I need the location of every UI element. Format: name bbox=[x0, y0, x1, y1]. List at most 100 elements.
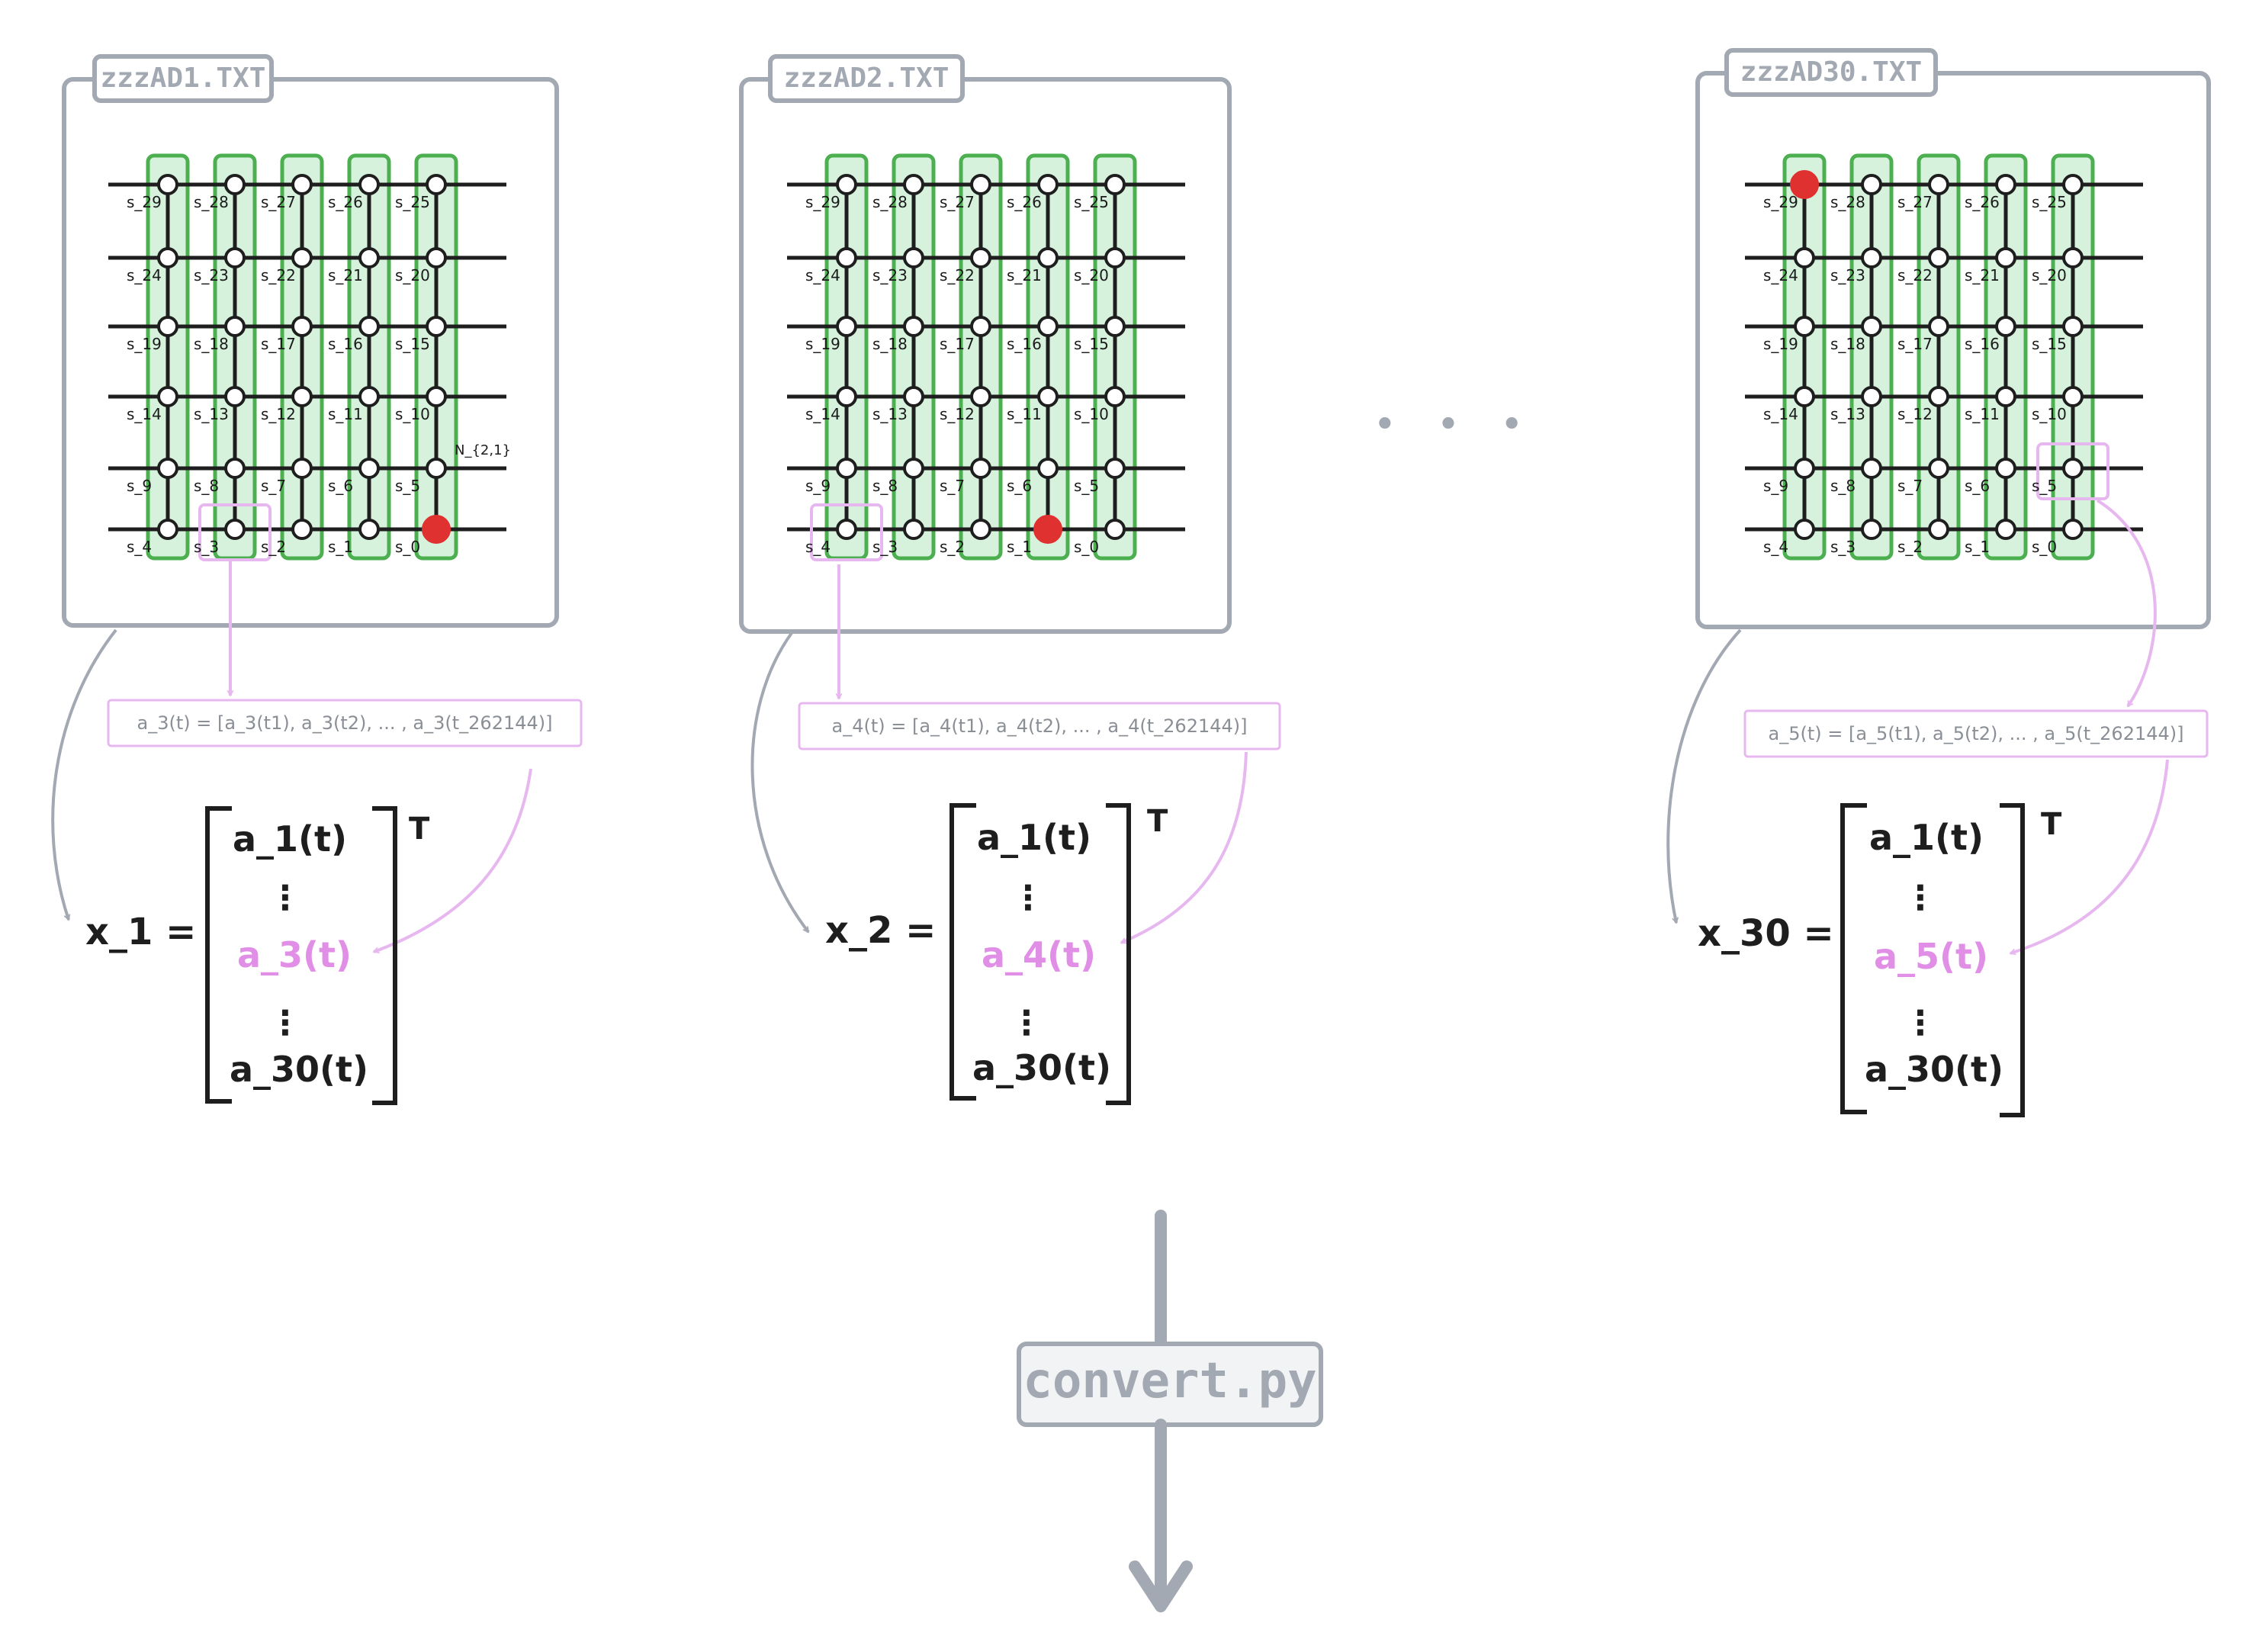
node-label: s_21 bbox=[1965, 266, 2000, 284]
arrow-down-icon bbox=[1129, 1560, 1193, 1612]
vector-entry-highlight: a_3(t) bbox=[237, 934, 352, 975]
node-label: s_6 bbox=[1965, 477, 1990, 495]
grid-node bbox=[1037, 247, 1059, 268]
grid-node bbox=[157, 458, 178, 479]
node-label: s_9 bbox=[1763, 477, 1788, 495]
node-label: s_9 bbox=[805, 477, 831, 495]
grid-node bbox=[157, 247, 178, 268]
node-label: s_12 bbox=[940, 405, 975, 423]
arrow-formula-to-vector bbox=[374, 768, 532, 952]
node-label: s_24 bbox=[805, 266, 840, 284]
grid-node bbox=[1861, 174, 1882, 195]
grid-node bbox=[1037, 316, 1059, 337]
grid-node bbox=[1861, 247, 1882, 268]
grid-node bbox=[1861, 458, 1882, 479]
selected-node-box bbox=[810, 503, 883, 561]
grid-node bbox=[2062, 247, 2084, 268]
node-label: s_29 bbox=[805, 193, 840, 211]
formula-box-2: a_4(t) = [a_4(t1), a_4(t2), ... , a_4(t_… bbox=[798, 702, 1281, 750]
grid-node bbox=[1104, 519, 1126, 540]
grid-node bbox=[426, 458, 447, 479]
vector-entry-first: a_1(t) bbox=[1869, 817, 1984, 858]
node-label: s_16 bbox=[1007, 335, 1042, 353]
grid-node bbox=[970, 386, 991, 407]
vector-x-30: x_30 = T a_1(t) ⋮ a_5(t) ⋮ a_30(t) bbox=[1698, 803, 2062, 1117]
vector-dots: ⋮ bbox=[1010, 1004, 1043, 1043]
node-label: s_23 bbox=[1830, 266, 1865, 284]
node-label: s_25 bbox=[1074, 193, 1109, 211]
grid-node bbox=[1794, 458, 1815, 479]
node-label: s_0 bbox=[1074, 538, 1099, 556]
node-label: s_10 bbox=[2032, 405, 2067, 423]
grid-node bbox=[1861, 316, 1882, 337]
vector-entry-first: a_1(t) bbox=[233, 818, 347, 860]
node-label: s_22 bbox=[1897, 266, 1933, 284]
convert-flow: convert.py bbox=[1017, 1210, 1323, 1612]
grid-node bbox=[1995, 386, 2016, 407]
grid-node bbox=[836, 386, 857, 407]
node-label: s_6 bbox=[1007, 477, 1032, 495]
grid-node bbox=[426, 174, 447, 195]
node-label: s_22 bbox=[261, 266, 296, 284]
node-label: s_12 bbox=[261, 405, 296, 423]
active-node bbox=[422, 515, 451, 544]
node-label: s_10 bbox=[1074, 405, 1109, 423]
node-label: s_27 bbox=[940, 193, 975, 211]
node-label: s_2 bbox=[940, 538, 965, 556]
node-label: s_7 bbox=[261, 477, 286, 495]
file-tab bbox=[92, 54, 274, 103]
grid-node bbox=[1995, 316, 2016, 337]
transpose-mark: T bbox=[409, 812, 430, 847]
active-node bbox=[1790, 170, 1819, 199]
grid-node bbox=[1104, 247, 1126, 268]
grid-node bbox=[291, 386, 313, 407]
vector-dots: ⋮ bbox=[1904, 879, 1937, 918]
formula-box-30: a_5(t) = [a_5(t1), a_5(t2), ... , a_5(t_… bbox=[1743, 709, 2209, 758]
arrow-node-to-formula bbox=[2096, 499, 2157, 706]
node-label: s_18 bbox=[872, 335, 908, 353]
node-label: s_3 bbox=[1830, 538, 1856, 556]
selected-node-box bbox=[198, 503, 272, 561]
grid-node bbox=[291, 458, 313, 479]
node-label: s_11 bbox=[1007, 405, 1042, 423]
formula-text: a_5(t) = [a_5(t1), a_5(t2), ... , a_5(t_… bbox=[1769, 723, 2184, 744]
node-label: s_28 bbox=[1830, 193, 1865, 211]
node-label: s_6 bbox=[328, 477, 353, 495]
file-name-label: zzzAD2.TXT bbox=[784, 63, 949, 94]
grid-node bbox=[1037, 174, 1059, 195]
grid-node bbox=[836, 316, 857, 337]
grid-node bbox=[903, 519, 924, 540]
grid-node bbox=[2062, 386, 2084, 407]
grid-node bbox=[836, 458, 857, 479]
node-label: s_11 bbox=[1965, 405, 2000, 423]
formula-text: a_3(t) = [a_3(t1), a_3(t2), ... , a_3(t_… bbox=[137, 712, 553, 734]
node-label: s_16 bbox=[1965, 335, 2000, 353]
node-label: s_3 bbox=[872, 538, 898, 556]
node-label: s_17 bbox=[940, 335, 975, 353]
grid-node bbox=[157, 316, 178, 337]
vector-entry-highlight: a_5(t) bbox=[1874, 936, 1988, 977]
node-label: s_15 bbox=[1074, 335, 1109, 353]
node-annotation: N_{2,1} bbox=[455, 442, 511, 458]
node-label: s_0 bbox=[2032, 538, 2057, 556]
arrow-formula-to-vector bbox=[2010, 759, 2169, 953]
grid-node bbox=[903, 247, 924, 268]
node-label: s_0 bbox=[395, 538, 420, 556]
vector-entry-first: a_1(t) bbox=[977, 817, 1091, 858]
node-label: s_14 bbox=[1763, 405, 1798, 423]
node-label: s_9 bbox=[127, 477, 152, 495]
vector-dots: ⋮ bbox=[1011, 879, 1045, 918]
node-label: s_13 bbox=[1830, 405, 1865, 423]
vector-label: x_1 = bbox=[85, 911, 196, 953]
node-label: s_3 bbox=[194, 538, 219, 556]
vector-x-1: x_1 = T a_1(t) ⋮ a_3(t) ⋮ a_30(t) bbox=[85, 806, 430, 1105]
node-label: s_26 bbox=[1965, 193, 2000, 211]
node-label: s_19 bbox=[1763, 335, 1798, 353]
grid-node bbox=[358, 247, 380, 268]
vector-entry-last: a_30(t) bbox=[1865, 1049, 2003, 1090]
node-label: s_17 bbox=[261, 335, 296, 353]
